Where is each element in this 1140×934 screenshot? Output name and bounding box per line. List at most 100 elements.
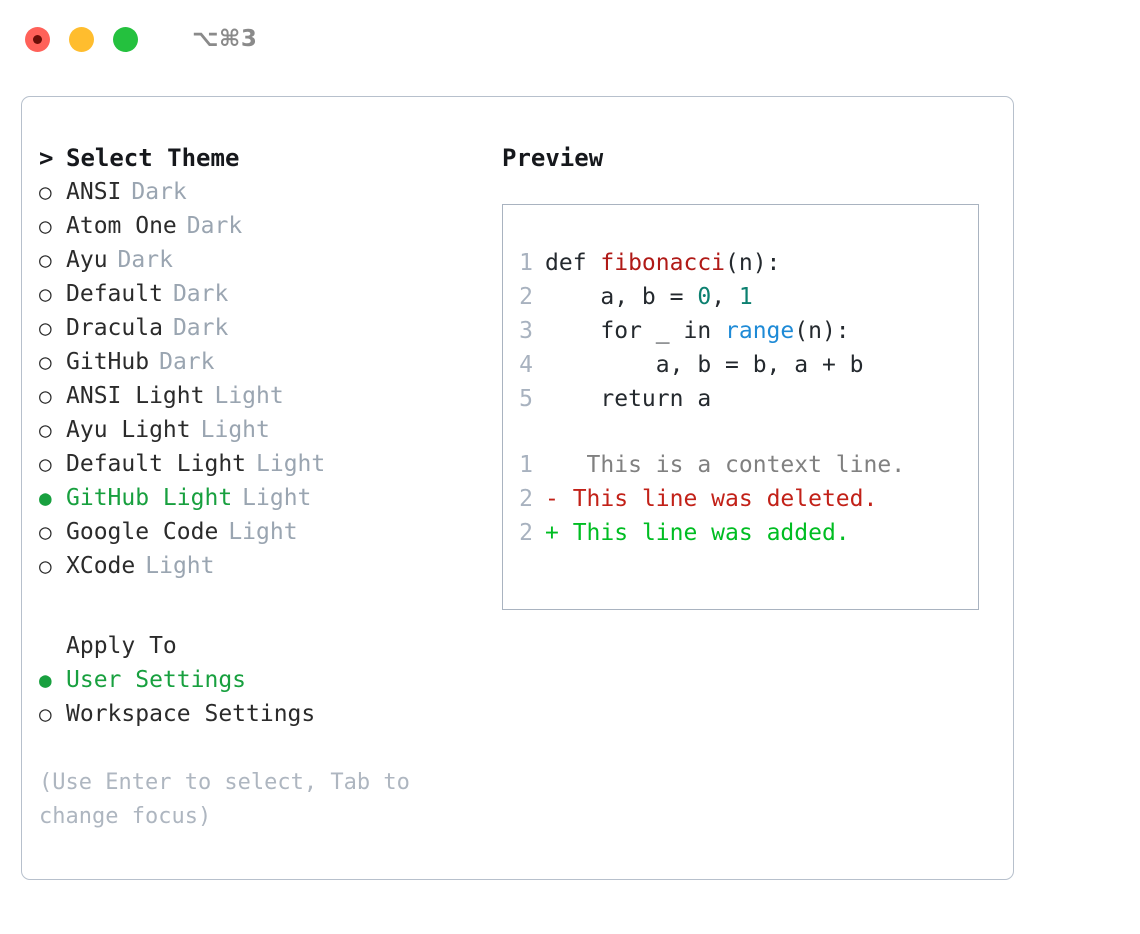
- diff-line-added: 2+ This line was added.: [503, 516, 978, 550]
- code-line: 5 return a: [503, 382, 978, 416]
- theme-option-ansi[interactable]: ○ ANSI Dark: [39, 175, 482, 209]
- theme-variant-tag: Dark: [172, 315, 229, 341]
- line-number: 1: [519, 250, 533, 276]
- code-line: 3 for _ in range(n):: [503, 314, 978, 348]
- theme-option-label: ANSI Light: [66, 383, 205, 409]
- code-line: 4 a, b = b, a + b: [503, 348, 978, 382]
- code-text: def fibonacci(n):: [545, 246, 780, 280]
- diff-marker-added: +: [545, 520, 559, 546]
- spacer: [39, 731, 482, 766]
- code-line: 1 def fibonacci(n):: [503, 246, 978, 280]
- theme-option-github[interactable]: ○ GitHub Dark: [39, 345, 482, 379]
- radio-unselected-icon: ○: [39, 520, 52, 544]
- radio-unselected-icon: ○: [39, 248, 52, 272]
- apply-to-option-label: User Settings: [66, 667, 247, 693]
- theme-option-label: GitHub: [66, 349, 150, 375]
- theme-option-ayu[interactable]: ○ Ayu Dark: [39, 243, 482, 277]
- select-theme-heading: > Select Theme: [39, 141, 482, 175]
- theme-variant-tag: Light: [242, 485, 312, 511]
- code-text: a, b = 0, 1: [545, 280, 753, 314]
- diff-line-deleted: 2- This line was deleted.: [503, 482, 978, 516]
- preview-title: Preview: [502, 144, 604, 172]
- keyboard-shortcut-label: ⌥⌘3: [192, 26, 258, 52]
- line-number: 5: [519, 386, 533, 412]
- spacer: [39, 583, 482, 629]
- radio-selected-icon: ●: [39, 486, 52, 510]
- line-number: 3: [519, 318, 533, 344]
- line-number: 2: [519, 486, 533, 512]
- select-theme-heading-label: Select Theme: [66, 144, 240, 172]
- theme-option-label: ANSI: [66, 179, 122, 205]
- apply-to-option-label: Workspace Settings: [66, 701, 316, 727]
- theme-variant-tag: Dark: [172, 281, 229, 307]
- diff-text: This is a context line.: [558, 452, 906, 478]
- code-token-num: 1: [738, 284, 753, 310]
- line-number: 4: [519, 352, 533, 378]
- line-number: 1: [519, 452, 533, 478]
- radio-selected-icon: ●: [39, 668, 52, 692]
- code-token-fn: fibonacci: [600, 250, 726, 276]
- code-text: for _ in range(n):: [545, 314, 850, 348]
- code-text: a, b = b, a + b: [545, 348, 864, 382]
- code-token-plain: return a: [545, 386, 712, 412]
- radio-unselected-icon: ○: [39, 214, 52, 238]
- radio-unselected-icon: ○: [39, 350, 52, 374]
- title-bar: ⌥⌘3: [0, 0, 1140, 78]
- apply-to-option-user-settings[interactable]: ● User Settings: [39, 663, 482, 697]
- line-number: 2: [519, 520, 533, 546]
- traffic-lights: [25, 26, 138, 52]
- diff-text: This line was deleted.: [558, 486, 878, 512]
- code-line: 2 a, b = 0, 1: [503, 280, 978, 314]
- code-token-plain: def: [545, 250, 601, 276]
- theme-option-ansi-light[interactable]: ○ ANSI Light Light: [39, 379, 482, 413]
- theme-option-label: Dracula: [66, 315, 163, 341]
- diff-snippet: 1 This is a context line. 2- This line wa…: [503, 448, 978, 550]
- radio-unselected-icon: ○: [39, 282, 52, 306]
- code-text: return a: [545, 382, 711, 416]
- code-token-plain: a, b =: [545, 284, 698, 310]
- diff-marker-context: [545, 448, 559, 482]
- theme-option-github-light[interactable]: ● GitHub Light Light: [39, 481, 482, 515]
- maximize-button[interactable]: [113, 26, 138, 52]
- spacer: [503, 416, 978, 448]
- theme-option-dracula[interactable]: ○ Dracula Dark: [39, 311, 482, 345]
- diff-marker-deleted: -: [545, 486, 559, 512]
- theme-variant-tag: Dark: [131, 179, 187, 205]
- code-token-plain: a, b = b, a + b: [545, 352, 864, 378]
- keyboard-hint-text: (Use Enter to select, Tab to change focu…: [39, 770, 424, 829]
- radio-unselected-icon: ○: [39, 384, 52, 408]
- theme-variant-tag: Dark: [159, 349, 215, 375]
- theme-variant-tag: Light: [256, 451, 326, 477]
- close-button[interactable]: [25, 26, 50, 52]
- line-number: 2: [519, 284, 533, 310]
- theme-variant-tag: Light: [145, 553, 215, 579]
- radio-unselected-icon: ○: [39, 702, 52, 726]
- theme-option-label: XCode: [66, 553, 136, 579]
- code-token-call: range: [725, 318, 795, 344]
- theme-variant-tag: Light: [214, 383, 284, 409]
- theme-option-label: GitHub Light: [66, 485, 233, 511]
- radio-unselected-icon: ○: [39, 316, 52, 340]
- theme-variant-tag: Dark: [117, 247, 173, 273]
- theme-variant-tag: Dark: [186, 213, 243, 239]
- code-token-num: 0: [697, 284, 712, 310]
- apply-to-option-workspace-settings[interactable]: ○ Workspace Settings: [39, 697, 482, 731]
- radio-unselected-icon: ○: [39, 180, 52, 204]
- code-token-plain: (n):: [794, 318, 850, 344]
- theme-option-label: Ayu: [66, 247, 108, 273]
- radio-unselected-icon: ○: [39, 418, 52, 442]
- minimize-button[interactable]: [69, 26, 94, 52]
- apply-to-list: ● User Settings ○ Workspace Settings: [39, 663, 482, 731]
